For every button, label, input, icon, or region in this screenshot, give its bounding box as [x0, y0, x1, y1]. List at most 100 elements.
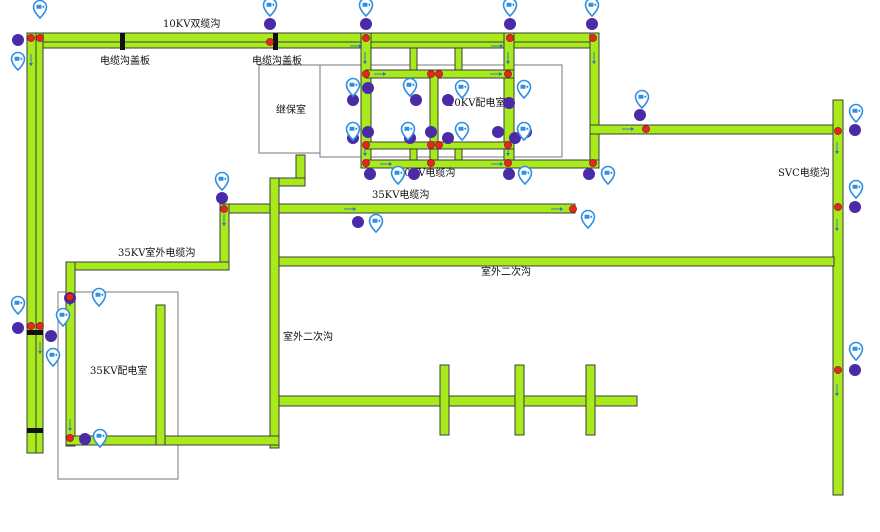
trench-segment-30: [585, 364, 596, 436]
flow-arrow-head: [835, 393, 839, 396]
flow-arrow-1: [491, 44, 503, 48]
camera-pin-icon[interactable]: [580, 209, 596, 230]
temperature-sensor-icon[interactable]: [66, 434, 74, 442]
temperature-sensor-icon[interactable]: [427, 159, 435, 167]
flow-arrow-head: [506, 61, 510, 64]
camera-lens: [589, 215, 593, 219]
status-dot-icon: [12, 322, 24, 334]
cover-plate-3: [27, 428, 43, 433]
flow-arrow-head: [38, 351, 42, 354]
camera-pin-shape: [92, 428, 108, 449]
camera-pin-icon[interactable]: [262, 0, 278, 18]
camera-lens: [223, 177, 227, 181]
temperature-sensor-icon[interactable]: [427, 70, 435, 78]
camera-body: [588, 2, 594, 7]
camera-pin-icon[interactable]: [600, 165, 616, 186]
temperature-sensor-icon[interactable]: [506, 34, 514, 42]
trench-segment-20: [269, 177, 280, 449]
temperature-sensor-icon[interactable]: [589, 159, 597, 167]
camera-pin-shape: [10, 295, 26, 316]
temperature-sensor-icon[interactable]: [834, 203, 842, 211]
camera-pin-shape: [848, 341, 864, 362]
status-dot-icon: [503, 168, 515, 180]
camera-pin-icon[interactable]: [848, 179, 864, 200]
camera-pin-icon[interactable]: [45, 347, 61, 368]
temperature-sensor-icon[interactable]: [435, 70, 443, 78]
camera-pin-icon[interactable]: [848, 341, 864, 362]
trench-label-secondary-h: 室外二次沟: [481, 265, 531, 278]
temperature-sensor-icon[interactable]: [834, 366, 842, 374]
camera-pin-icon[interactable]: [345, 121, 361, 142]
temperature-sensor-icon[interactable]: [504, 70, 512, 78]
temperature-sensor-icon[interactable]: [27, 322, 35, 330]
trench-label-35kv: 35KV电缆沟: [372, 188, 429, 201]
temperature-sensor-icon[interactable]: [504, 159, 512, 167]
cover-plate-label: 电缆沟盖板: [252, 54, 302, 67]
temperature-sensor-icon[interactable]: [36, 322, 44, 330]
camera-pin-icon[interactable]: [10, 295, 26, 316]
camera-body: [604, 170, 610, 175]
camera-pin-icon[interactable]: [32, 0, 48, 20]
camera-pin-icon[interactable]: [390, 165, 406, 186]
status-dot-icon: [425, 126, 437, 138]
temperature-sensor-icon[interactable]: [642, 125, 650, 133]
camera-lens: [100, 293, 104, 297]
temperature-sensor-icon[interactable]: [362, 70, 370, 78]
camera-pin-shape: [214, 171, 230, 192]
camera-lens: [354, 127, 358, 131]
temperature-sensor-icon[interactable]: [362, 159, 370, 167]
camera-lens: [411, 83, 415, 87]
camera-pin-icon[interactable]: [402, 77, 418, 98]
camera-pin-icon[interactable]: [358, 0, 374, 18]
flow-arrow-head: [363, 153, 367, 156]
camera-pin-icon[interactable]: [400, 121, 416, 142]
status-dot-icon: [216, 192, 228, 204]
temperature-sensor-icon[interactable]: [589, 34, 597, 42]
camera-pin-icon[interactable]: [516, 121, 532, 142]
temperature-sensor-icon[interactable]: [504, 141, 512, 149]
camera-pin-shape: [584, 0, 600, 18]
temperature-sensor-icon[interactable]: [834, 127, 842, 135]
temperature-sensor-icon[interactable]: [220, 205, 228, 213]
camera-pin-shape: [91, 287, 107, 308]
status-dot-icon: [362, 126, 374, 138]
camera-pin-icon[interactable]: [368, 213, 384, 234]
camera-pin-icon[interactable]: [454, 121, 470, 142]
camera-pin-icon[interactable]: [55, 307, 71, 328]
camera-body: [506, 2, 512, 7]
camera-pin-icon[interactable]: [584, 0, 600, 18]
temperature-sensor-icon[interactable]: [435, 141, 443, 149]
camera-body: [394, 170, 400, 175]
camera-pin-icon[interactable]: [214, 171, 230, 192]
flow-arrow-head: [363, 61, 367, 64]
camera-pin-icon[interactable]: [454, 79, 470, 100]
temperature-sensor-icon[interactable]: [66, 293, 74, 301]
camera-pin-icon[interactable]: [517, 165, 533, 186]
camera-pin-icon[interactable]: [516, 79, 532, 100]
temperature-sensor-icon[interactable]: [569, 205, 577, 213]
flow-arrow-18: [835, 384, 839, 396]
flow-arrow-0: [350, 44, 362, 48]
temperature-sensor-icon[interactable]: [362, 141, 370, 149]
status-dot-icon: [634, 109, 646, 121]
camera-body: [520, 84, 526, 89]
flow-arrow-12: [592, 52, 596, 64]
temperature-sensor-icon[interactable]: [36, 34, 44, 42]
status-dot-icon: [442, 132, 454, 144]
camera-pin-icon[interactable]: [502, 0, 518, 18]
temperature-sensor-icon[interactable]: [362, 34, 370, 42]
camera-pin-shape: [517, 165, 533, 186]
camera-pin-shape: [848, 179, 864, 200]
ducts-layer: [26, 32, 844, 496]
camera-pin-icon[interactable]: [345, 77, 361, 98]
temperature-sensor-icon[interactable]: [27, 34, 35, 42]
camera-pin-icon[interactable]: [848, 103, 864, 124]
camera-pin-icon[interactable]: [10, 51, 26, 72]
camera-pin-icon[interactable]: [634, 89, 650, 110]
camera-body: [852, 346, 858, 351]
temperature-sensor-icon[interactable]: [427, 141, 435, 149]
camera-pin-icon[interactable]: [91, 287, 107, 308]
camera-lens: [857, 185, 861, 189]
camera-pin-icon[interactable]: [92, 428, 108, 449]
temperature-sensor-icon[interactable]: [266, 38, 274, 46]
